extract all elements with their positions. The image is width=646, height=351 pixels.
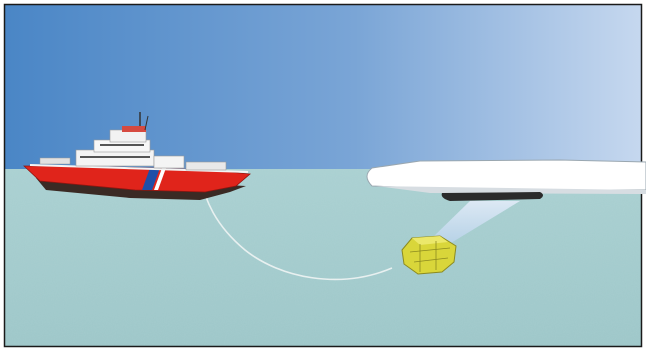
sea-texture: [4, 169, 642, 347]
